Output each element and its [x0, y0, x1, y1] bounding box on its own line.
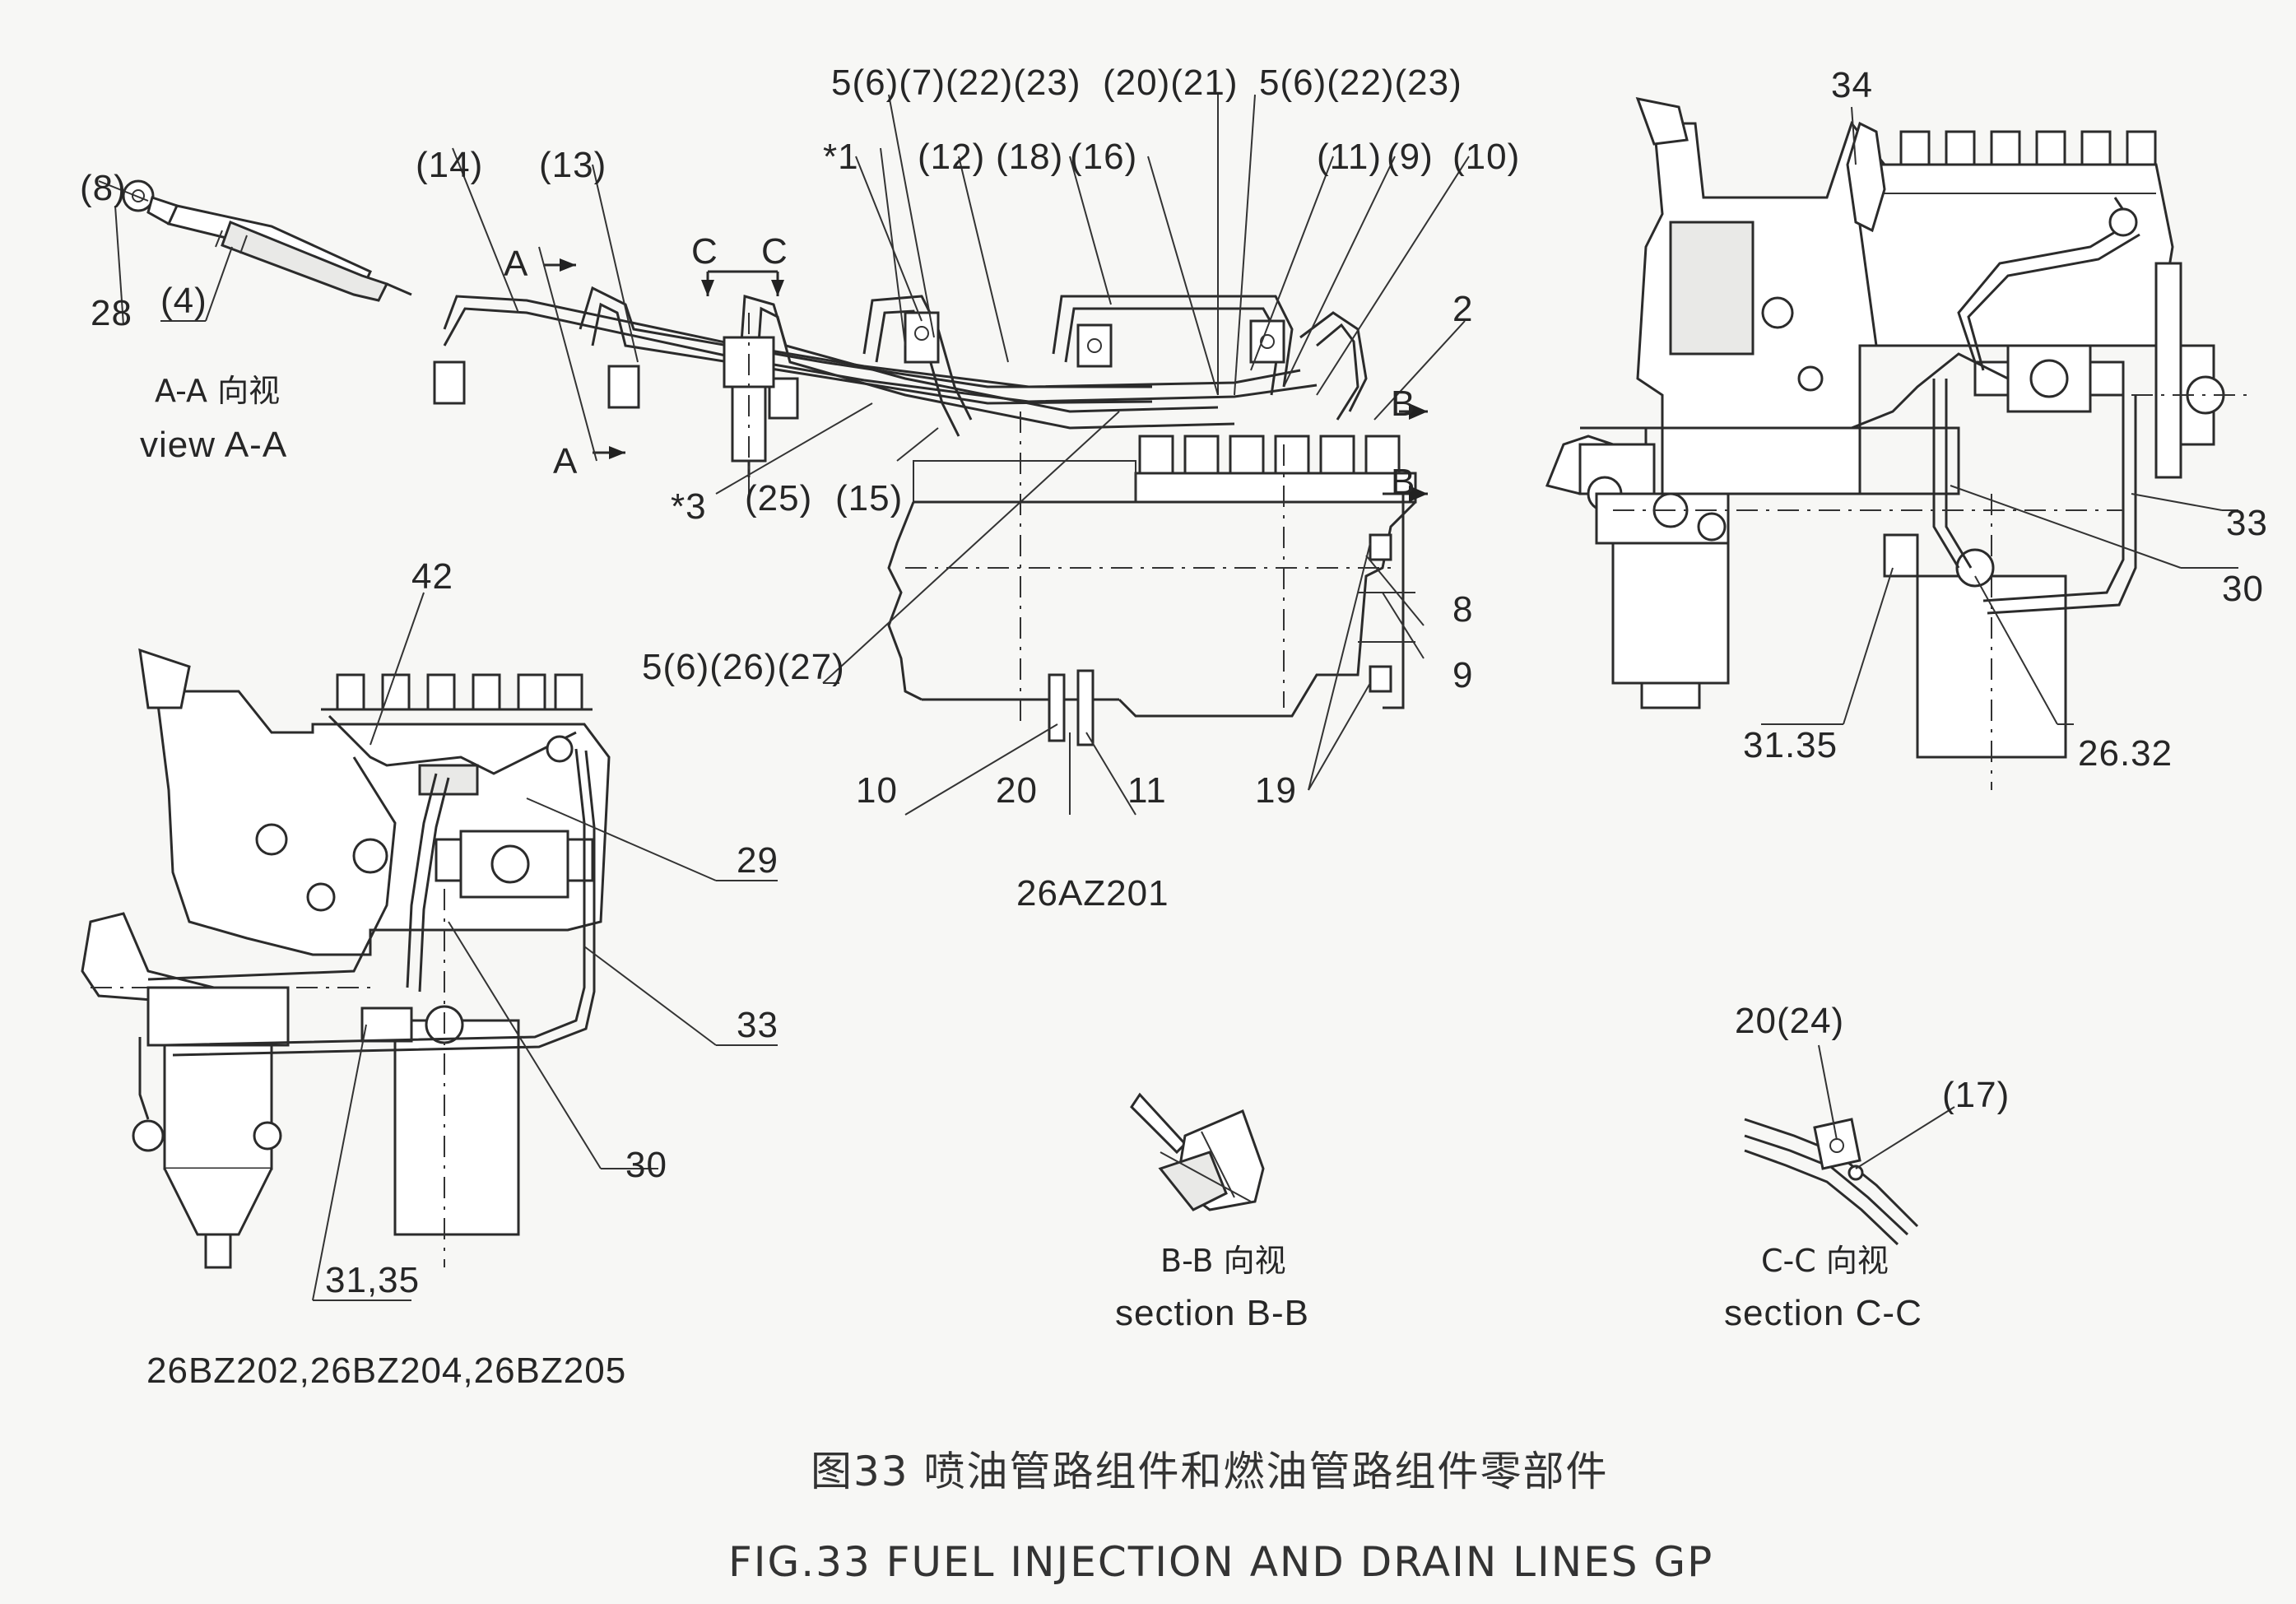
- label-b-bottom: B: [1391, 462, 1415, 502]
- label-29: 29: [737, 840, 779, 881]
- section-bb-cn: B-B 向视: [1160, 1243, 1286, 1279]
- label-10: (10): [1452, 137, 1520, 177]
- label-18: (18): [996, 137, 1063, 177]
- label-a-bottom: A: [553, 441, 578, 481]
- section-cc-en: section C-C: [1724, 1293, 1922, 1333]
- label-5-6-26-27: 5(6)(26)(27): [642, 647, 845, 687]
- label-26-32-right: 26.32: [2078, 733, 2173, 774]
- label-33-right: 33: [2226, 503, 2268, 543]
- label-28: 28: [91, 293, 132, 333]
- label-15: (15): [835, 478, 903, 518]
- label-25: (25): [745, 478, 812, 518]
- label-star-1: *1: [823, 137, 859, 177]
- section-cc-cn: C-C 向视: [1761, 1243, 1889, 1279]
- label-20-21: (20)(21): [1103, 63, 1239, 103]
- label-11: (11): [1317, 137, 1382, 177]
- label-20-24: 20(24): [1735, 1001, 1844, 1041]
- label-31-35-right: 31.35: [1743, 725, 1838, 765]
- label-9: (9): [1387, 137, 1434, 177]
- pump-right-view: [1545, 97, 2255, 790]
- view-aa-en: view A-A: [140, 425, 287, 465]
- leaders-bottom-left: [312, 592, 778, 1301]
- label-42: 42: [411, 556, 453, 597]
- caption-en: FIG.33 FUEL INJECTION AND DRAIN LINES GP: [728, 1538, 1713, 1586]
- label-5-6-22-23: 5(6)(22)(23): [1259, 63, 1462, 103]
- label-11-center: 11: [1127, 770, 1167, 811]
- view-aa-cn: A-A 向视: [155, 373, 280, 409]
- caption-cn: 图33 喷油管路组件和燃油管路组件零部件: [811, 1448, 1609, 1495]
- label-star-3: *3: [671, 486, 707, 527]
- label-31-35-bottom: 31,35: [325, 1260, 420, 1300]
- label-10-center: 10: [856, 770, 898, 811]
- model-bottom-left: 26BZ202,26BZ204,26BZ205: [146, 1351, 626, 1391]
- section-cc-detail: [1744, 1044, 1955, 1246]
- label-4: (4): [160, 281, 207, 321]
- injector-view-aa: [98, 179, 412, 326]
- label-12: (12): [918, 137, 985, 177]
- label-34: 34: [1831, 65, 1873, 105]
- label-b-top: B: [1391, 384, 1415, 424]
- label-8-center: 8: [1452, 589, 1473, 630]
- label-16: (16): [1070, 137, 1137, 177]
- label-8: (8): [80, 168, 127, 208]
- label-14: (14): [416, 145, 483, 185]
- label-c-right: C: [761, 231, 788, 272]
- pump-bottom-left-view: [81, 648, 611, 1269]
- section-bb-en: section B-B: [1115, 1293, 1309, 1333]
- label-30-bottom: 30: [625, 1145, 667, 1185]
- model-center: 26AZ201: [1016, 873, 1169, 914]
- label-a-top: A: [504, 244, 528, 284]
- label-c-left: C: [691, 231, 718, 272]
- label-30-right: 30: [2222, 569, 2264, 609]
- section-bb-detail: [1130, 1092, 1265, 1211]
- leaders-top-center: [452, 94, 1470, 816]
- injection-pipes-top: [433, 246, 1428, 746]
- label-2: 2: [1452, 289, 1473, 329]
- label-5-6-7-22-23: 5(6)(7)(22)(23): [831, 63, 1081, 103]
- label-9-center: 9: [1452, 655, 1473, 695]
- label-17: (17): [1942, 1075, 2010, 1115]
- label-19-center: 19: [1255, 770, 1297, 811]
- label-33-bottom: 33: [737, 1005, 779, 1045]
- label-13: (13): [539, 145, 607, 185]
- label-20-center: 20: [996, 770, 1038, 811]
- leaders-right: [1761, 106, 2238, 725]
